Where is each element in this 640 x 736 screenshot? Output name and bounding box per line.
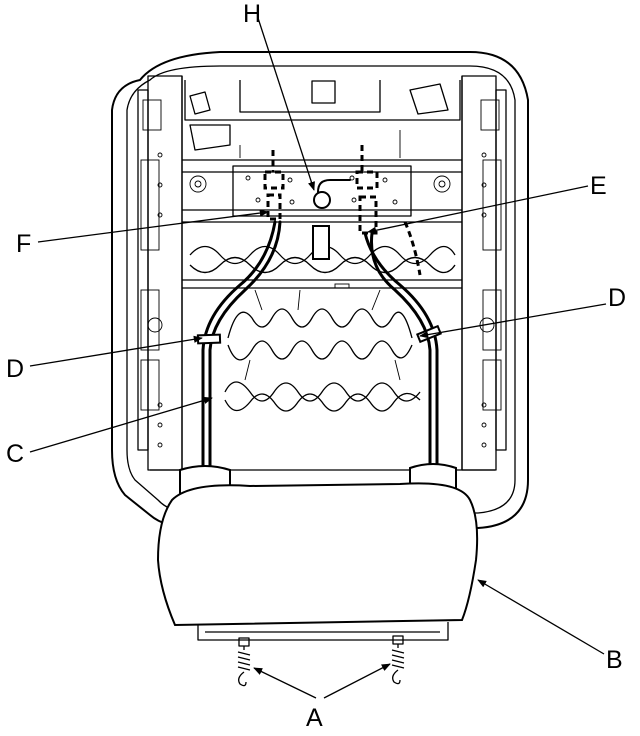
callout-a: A [306,704,323,732]
cushion-hooks-a [237,635,405,687]
callout-d-left: D [6,355,24,383]
left-connector-f [263,150,285,221]
cable-clips-d [196,324,442,345]
callout-b: B [606,646,623,674]
center-knob-h [312,179,351,260]
seat-back-outer-shell [111,51,529,529]
callout-c: C [6,440,24,468]
upper-frame-details [184,80,461,158]
right-connector-e [355,145,379,235]
left-side-rail [137,75,183,471]
callout-d-right: D [608,284,626,312]
leader-lines [29,17,607,699]
seat-back-inner-shell [126,65,516,514]
seat-cushion-b [156,482,479,641]
right-side-rail [461,75,507,471]
callout-h: H [243,0,261,28]
callout-e: E [590,172,607,200]
callout-f: F [16,230,31,258]
cross-member [182,159,462,223]
seat-springs [189,245,456,412]
